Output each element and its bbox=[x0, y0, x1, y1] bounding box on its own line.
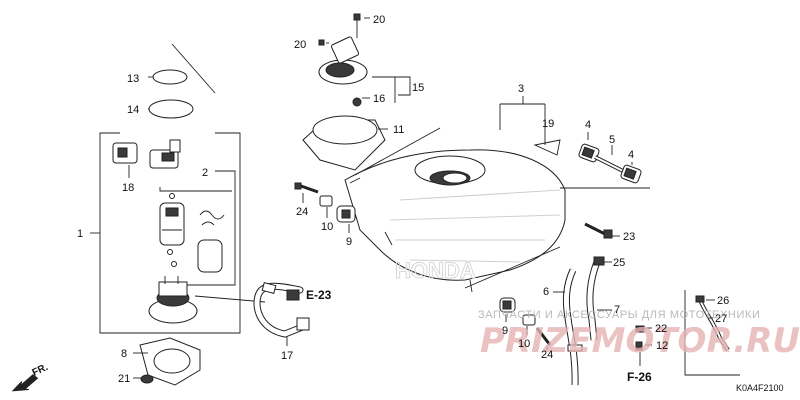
callout-14: 14 bbox=[127, 104, 139, 116]
callout-1: 1 bbox=[77, 228, 83, 240]
bolt-24-top bbox=[294, 182, 319, 203]
fuel-hose-17 bbox=[194, 281, 310, 346]
grommet-9-top bbox=[336, 205, 356, 233]
collar-10-bottom bbox=[522, 314, 536, 335]
callout-6: 6 bbox=[543, 286, 549, 298]
callout-17: 17 bbox=[281, 350, 293, 362]
callout-10b: 10 bbox=[518, 338, 530, 350]
callout-11: 11 bbox=[393, 124, 404, 136]
callout-24a: 24 bbox=[296, 206, 308, 218]
fuel-pump-assembly-group bbox=[90, 43, 241, 386]
tank-hoses-6-7 bbox=[553, 256, 612, 386]
watermark-brand: PRIZEMOTOR.RU bbox=[480, 321, 800, 361]
callout-9b: 9 bbox=[502, 325, 508, 337]
callout-20b: 20 bbox=[294, 39, 306, 51]
reference-e23: E-23 bbox=[306, 288, 332, 302]
fuel-filler-cap-assembly bbox=[318, 13, 411, 107]
reference-f26: F-26 bbox=[627, 370, 652, 384]
o-ring-13 bbox=[152, 69, 188, 85]
callout-10a: 10 bbox=[321, 221, 333, 233]
callout-13: 13 bbox=[127, 73, 139, 85]
tank-mount-rod bbox=[578, 132, 642, 184]
callout-25: 25 bbox=[613, 257, 625, 269]
fuel-pump-body bbox=[197, 210, 225, 273]
grommet-9-bottom bbox=[499, 297, 516, 322]
callout-4a: 4 bbox=[585, 119, 591, 131]
callout-9a: 9 bbox=[346, 236, 352, 248]
callout-3: 3 bbox=[518, 83, 524, 95]
callout-4b: 4 bbox=[628, 149, 634, 161]
callout-7: 7 bbox=[614, 304, 620, 316]
tank-honda-logo: HONDA bbox=[395, 258, 476, 283]
collar-10-top bbox=[319, 195, 333, 218]
nut-21 bbox=[140, 374, 154, 384]
callout-19: 19 bbox=[542, 118, 554, 130]
fuel-filter bbox=[159, 193, 185, 267]
callout-22: 22 bbox=[655, 323, 667, 335]
callout-15: 15 bbox=[412, 82, 424, 94]
callout-27: 27 bbox=[715, 313, 727, 325]
callout-2: 2 bbox=[202, 167, 208, 179]
callout-16: 16 bbox=[373, 93, 385, 105]
watermark-top-text: ЗАПЧАСТИ И АКСЕССУАРЫ ДЛЯ МОТОТЕХНИКИ bbox=[478, 309, 760, 321]
callout-12: 12 bbox=[656, 340, 668, 352]
filler-ring-11 bbox=[302, 115, 388, 171]
fuel-pump-base bbox=[148, 276, 198, 324]
front-direction-marker: FR. bbox=[11, 362, 50, 392]
callout-20a: 20 bbox=[373, 14, 385, 26]
callout-23: 23 bbox=[623, 231, 635, 243]
fuel-pump-bracket-18 bbox=[112, 142, 138, 178]
callout-21: 21 bbox=[118, 373, 130, 385]
callout-5: 5 bbox=[609, 134, 615, 146]
tube-clamp-assembly bbox=[635, 290, 740, 376]
fuel-tank-3: HONDA bbox=[344, 96, 650, 293]
callout-18: 18 bbox=[122, 182, 134, 194]
o-ring-14 bbox=[148, 99, 194, 119]
front-marker-label: FR. bbox=[31, 362, 50, 379]
diagram-code: K0A4F2100 bbox=[736, 383, 784, 393]
bolt-24-bottom bbox=[535, 327, 552, 350]
callout-26: 26 bbox=[717, 295, 729, 307]
fuel-pump-connector bbox=[149, 139, 181, 169]
callout-8: 8 bbox=[121, 348, 127, 360]
bolt-23 bbox=[584, 222, 620, 239]
callout-24b: 24 bbox=[541, 349, 553, 361]
